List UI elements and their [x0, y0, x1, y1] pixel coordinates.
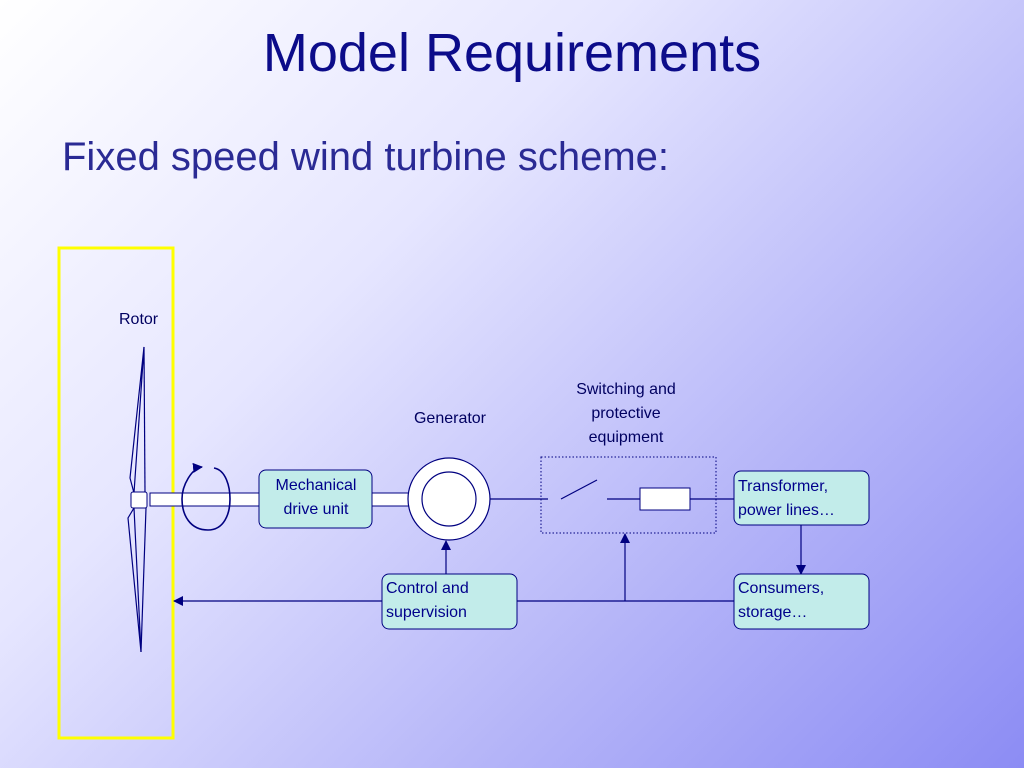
- switching-label: Switching and protective equipment: [576, 381, 676, 446]
- transformer-text: Transformer, power lines…: [738, 478, 835, 519]
- control-text: Control and supervision: [386, 580, 469, 621]
- generator-label: Generator: [413, 410, 487, 427]
- generator-inner: [421, 471, 477, 527]
- rotor-blades: [127, 346, 147, 653]
- rotor-hub: [130, 491, 148, 509]
- switching-box: [540, 456, 717, 534]
- slide-subtitle: Fixed speed wind turbine scheme:: [62, 135, 669, 179]
- mechanical-drive-text: Mechanical drive unit: [275, 477, 357, 518]
- main-shaft: [149, 492, 261, 507]
- switch-contact: [560, 479, 598, 500]
- consumers-text: Consumers, storage…: [738, 580, 825, 621]
- slide-title: Model Requirements: [262, 23, 762, 83]
- generator-shaft: [371, 492, 413, 507]
- rotation-arrow: [181, 462, 231, 531]
- fuse-element: [639, 487, 691, 511]
- rotor-label: Rotor: [119, 311, 159, 328]
